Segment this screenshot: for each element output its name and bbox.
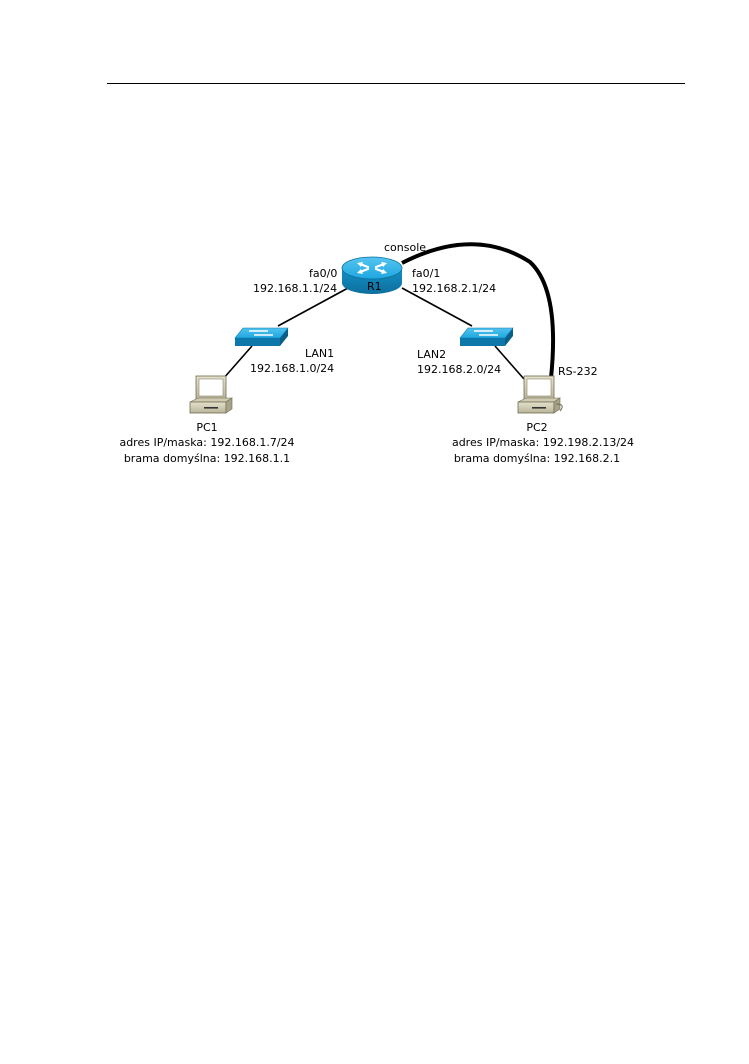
r1-left-interface-label: fa0/0 [309,267,337,280]
pc1-gateway-label: brama domyślna: 192.168.1.1 [124,452,290,465]
pc2-name-label: PC2 [526,421,547,434]
r1-right-interface-label: fa0/1 [412,267,440,280]
link-switch2-pc2 [494,345,525,380]
link-r1-switch2 [401,287,473,327]
pc2-icon [517,375,563,414]
r1-right-ip-label: 192.168.2.1/24 [412,282,496,295]
pc2-ip-label: adres IP/maska: 192.198.2.13/24 [452,436,634,449]
console-cable [401,242,556,379]
lan1-network-label: 192.168.1.0/24 [250,362,334,375]
pc1-name-label: PC1 [196,421,217,434]
pc1-icon [189,375,233,414]
pc1-ip-label: adres IP/maska: 192.168.1.7/24 [119,436,294,449]
serial-label: RS-232 [558,365,598,378]
lan2-network-label: 192.168.2.0/24 [417,363,501,376]
lan1-name-label: LAN1 [305,347,334,360]
router-icon [341,256,403,294]
link-r1-switch1 [277,287,349,327]
switch-lan2-icon [459,327,514,346]
r1-left-ip-label: 192.168.1.1/24 [253,282,337,295]
link-switch1-pc1 [222,345,253,380]
console-label: console [384,241,426,254]
pc2-gateway-label: brama domyślna: 192.168.2.1 [454,452,620,465]
lan2-name-label: LAN2 [417,348,446,361]
page-header-rule [107,83,685,84]
router-name-label: R1 [367,280,382,293]
switch-lan1-icon [234,327,289,346]
